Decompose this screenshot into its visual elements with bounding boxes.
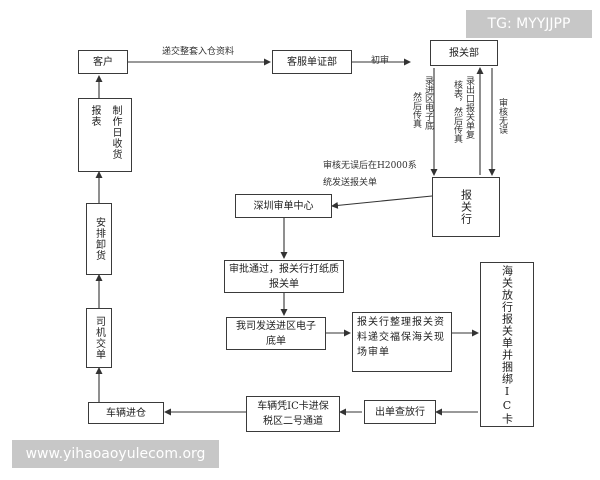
node-cheliang-ic: 车辆凭IC卡进保税区二号通道 (246, 396, 340, 432)
node-wosi: 我司发送进区电子底单 (226, 317, 326, 350)
edge-label-luru-col2: 然后传真 (411, 92, 421, 128)
node-siji-label: 司机交单 (93, 316, 105, 360)
edge-label-luchu-col2: 核表，然后传真 (452, 80, 462, 143)
node-anpai: 安排卸货 (86, 203, 112, 275)
node-kehu: 客户 (78, 50, 128, 74)
node-chudan-label: 出单查放行 (375, 406, 425, 418)
node-zhengli-label: 报关行整理报关资料递交福保海关现场审单 (357, 317, 445, 358)
edge-label-luru-col1: 录进区电子底 (423, 76, 433, 130)
node-baoguanbu-label: 报关部 (449, 47, 479, 59)
node-baobiao-label: 报表 (89, 105, 100, 127)
node-siji: 司机交单 (86, 308, 112, 368)
node-shenzhen: 深圳审单中心 (235, 194, 332, 218)
edge-label-chushen: 初审 (371, 56, 390, 66)
edge-label-dijiao: 递交整套入仓资料 (162, 47, 235, 57)
node-haiguan-label: 海关放行报关单并捆绑IC卡 (500, 264, 514, 425)
edge-label-h2000-line2: 统发送报关单 (323, 178, 378, 188)
node-shenpi-label: 审批通过，报关行打纸质报关单 (229, 263, 339, 290)
node-wosi-label: 我司发送进区电子底单 (236, 320, 316, 347)
node-kefu: 客服单证部 (272, 50, 352, 74)
node-jincang-label: 车辆进仓 (106, 407, 146, 419)
node-shenzhen-label: 深圳审单中心 (253, 200, 314, 212)
node-baobiao: 报表 制作日收货 (78, 98, 132, 172)
node-cheliang-jincang: 车辆进仓 (88, 402, 164, 424)
edge-label-luchu-col1: 录出口报关单复 (464, 76, 474, 139)
edge-baoguanhang-shenzhen (331, 195, 433, 209)
watermark-bottom: www.yihaoaoyulecom.org (12, 440, 219, 468)
node-anpai-label: 安排卸货 (93, 217, 105, 261)
node-chudan: 出单查放行 (364, 400, 436, 424)
node-kehu-label: 客户 (93, 56, 113, 68)
edge-label-shenhe-wuwu: 审核无误 (497, 98, 507, 134)
node-cheliang-ic-label: 车辆凭IC卡进保税区二号通道 (257, 401, 329, 427)
node-shenpi: 审批通过，报关行打纸质报关单 (224, 260, 344, 293)
node-baoguanhang-zhengli: 报关行整理报关资料递交福保海关现场审单 (352, 312, 452, 372)
node-baoguanhang: 报关行 (432, 177, 500, 237)
node-kefu-label: 客服单证部 (287, 56, 337, 68)
edge-label-h2000-line1: 审核无误后在H2000系 (323, 161, 417, 171)
node-zhizuo-label: 制作日收货 (110, 105, 121, 160)
node-baoguanhang-label: 报关行 (459, 189, 473, 225)
watermark-top: TG: MYYJJPP (466, 10, 592, 38)
node-baoguanbu: 报关部 (430, 40, 498, 66)
node-haiguan: 海关放行报关单并捆绑IC卡 (480, 262, 534, 427)
